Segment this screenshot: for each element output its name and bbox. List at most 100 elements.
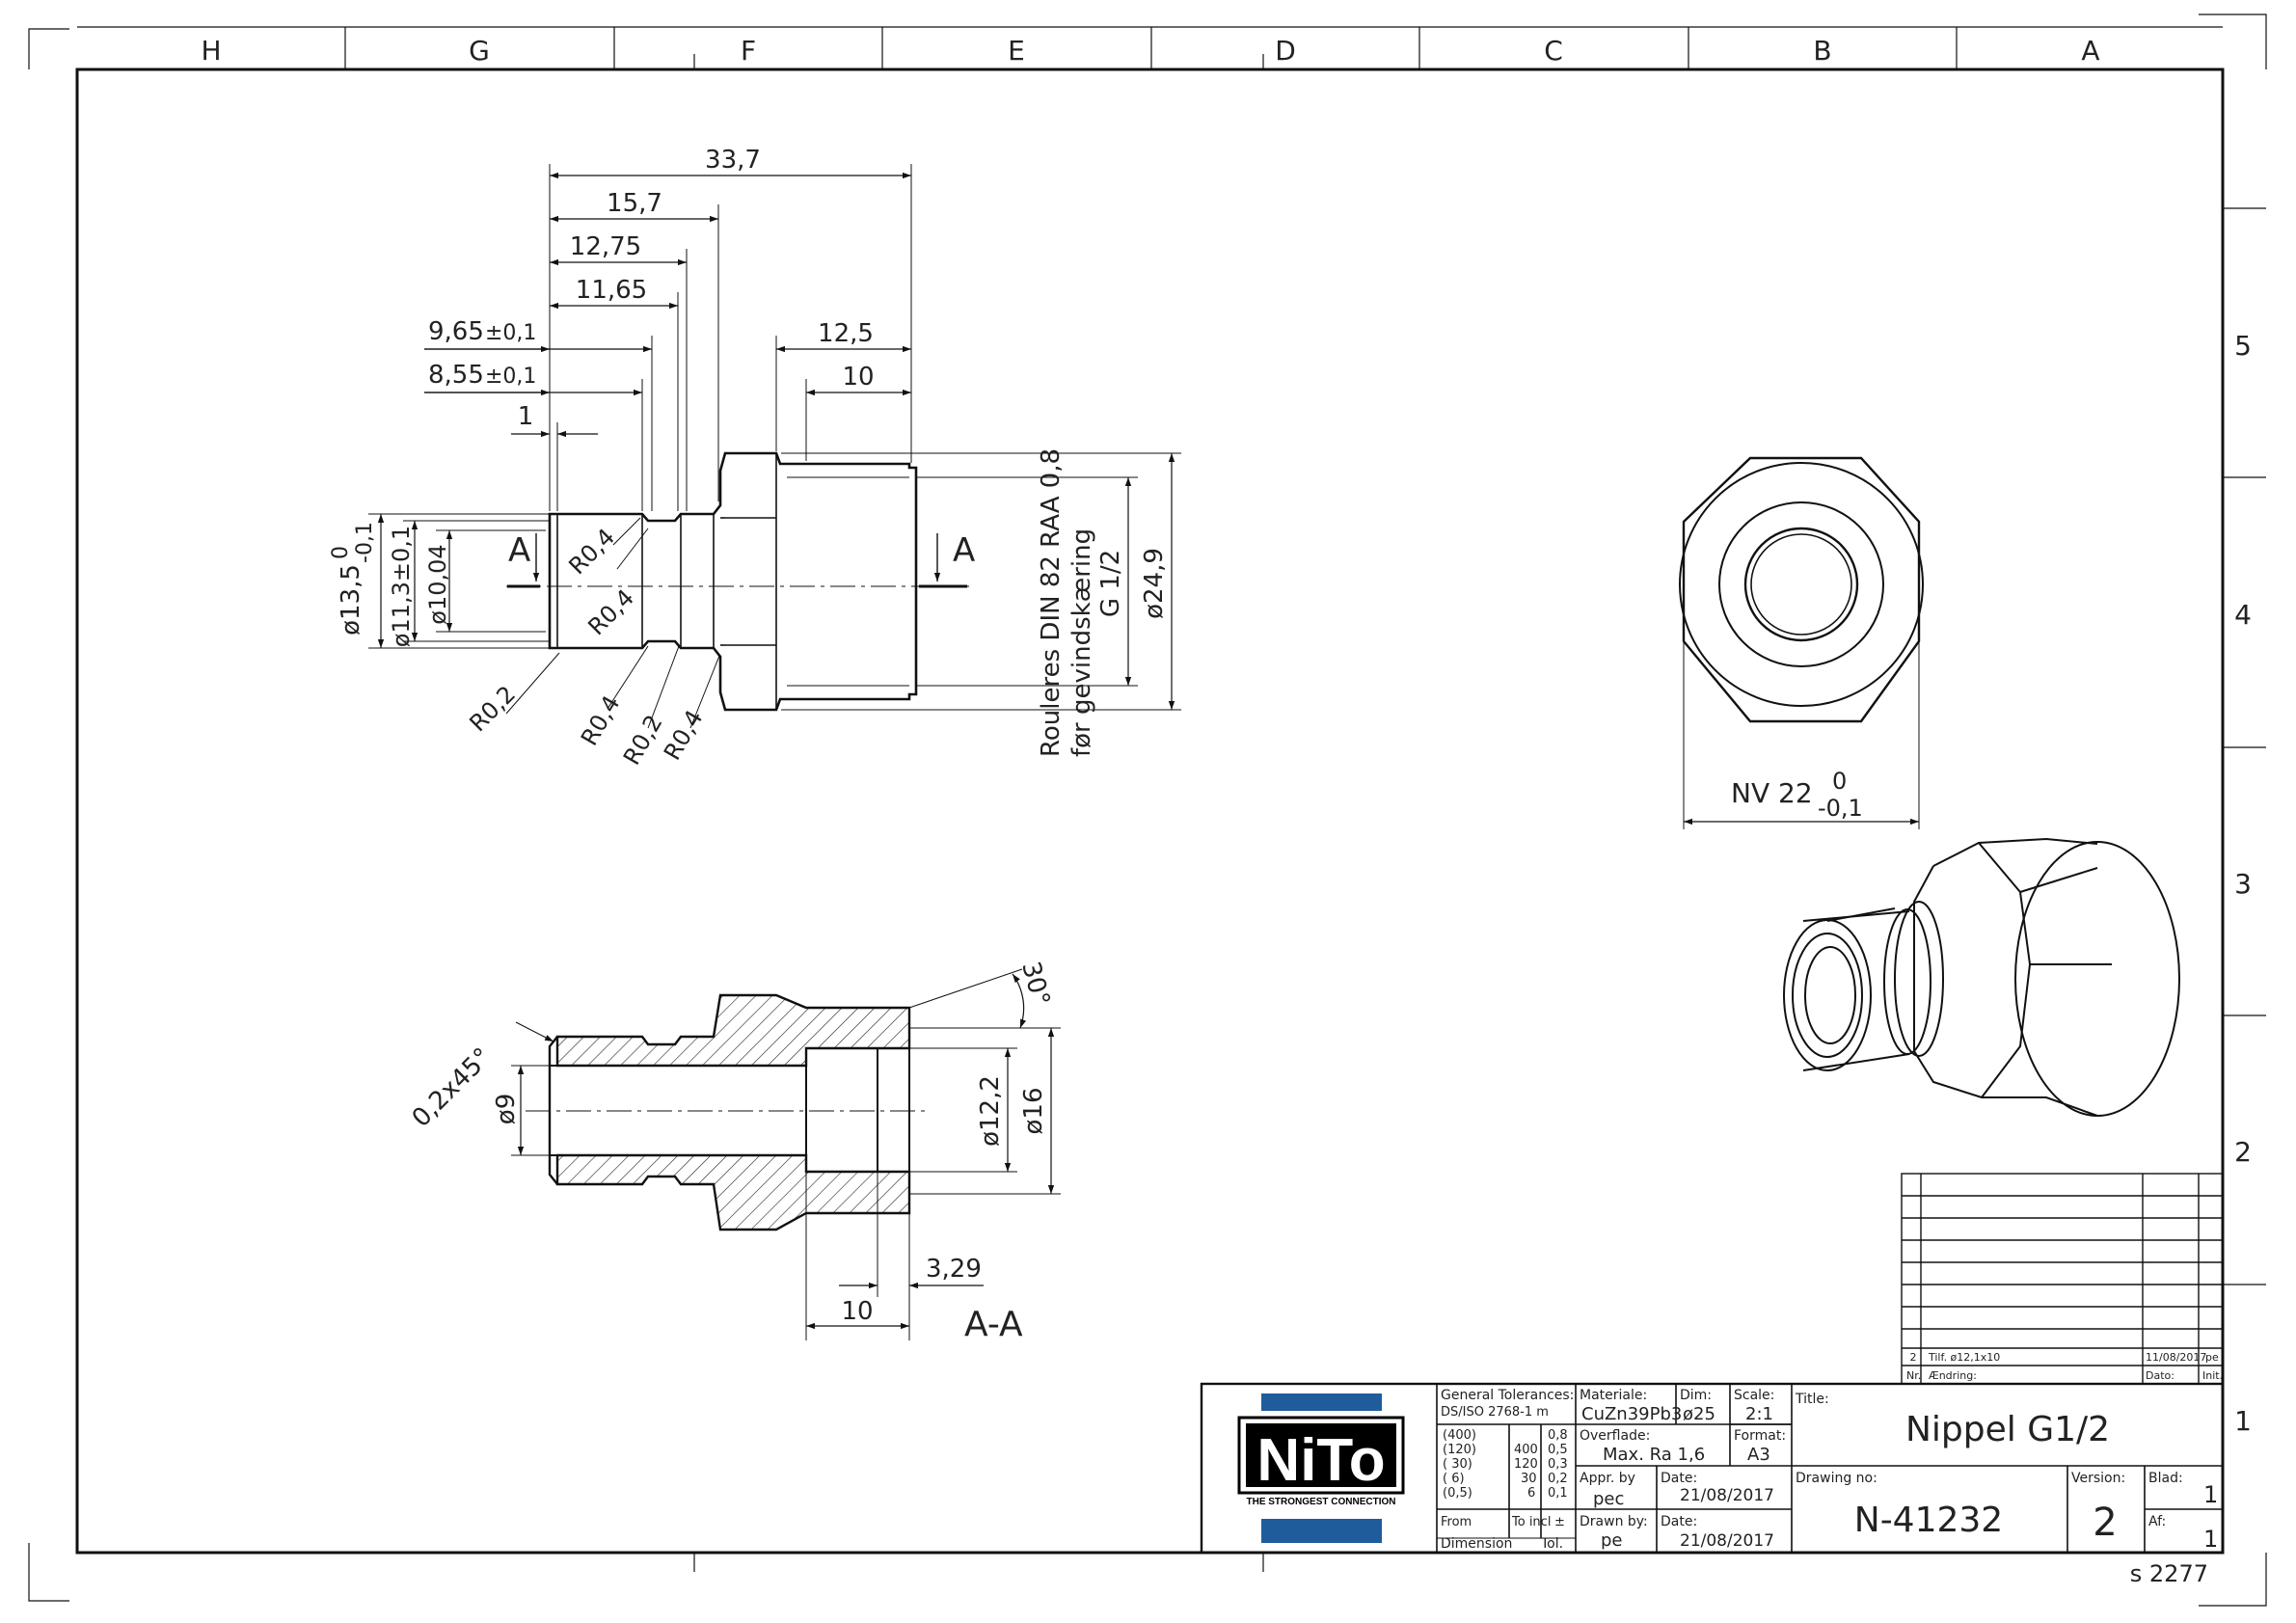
side-view: NV 22 0 -0,1 — [1679, 456, 1924, 829]
row-label-3: 3 — [2234, 868, 2252, 900]
tol-from-label: From — [1441, 1515, 1472, 1529]
material-label: Materiale: — [1580, 1388, 1647, 1403]
revision-nr: 2 — [1910, 1351, 1917, 1364]
front-view-thread-dims: G 1/2 ø24,9 Rouleres DIN 82 RAA 0,8 før … — [781, 448, 1181, 757]
approved-by-value: pec — [1593, 1489, 1624, 1509]
approved-date-label: Date: — [1661, 1471, 1697, 1486]
drawn-date-label: Date: — [1661, 1514, 1697, 1529]
tol-pm-label: ± — [1554, 1515, 1565, 1529]
diameter-13-5-upper: 0 — [329, 546, 353, 559]
section-diameter-9: ø9 — [492, 1094, 521, 1124]
dim-11-65: 11,65 — [576, 276, 647, 305]
drawing-no-label: Drawing no: — [1796, 1471, 1877, 1486]
section-diameter-12-2: ø12,2 — [976, 1075, 1005, 1147]
section-mark-right: A — [953, 531, 975, 570]
col-label-c: C — [1544, 35, 1563, 67]
section-view: 0,2x45° ø9 ø12,2 ø16 30° 3,29 10 A-A — [407, 959, 1061, 1344]
section-dim-10: 10 — [841, 1297, 873, 1326]
col-label-d: D — [1275, 35, 1296, 67]
col-label-h: H — [201, 35, 221, 67]
revision-init: pe — [2205, 1351, 2219, 1364]
title-label: Title: — [1795, 1392, 1829, 1407]
dim-10: 10 — [842, 363, 874, 392]
revision-header-change: Ændring: — [1929, 1369, 1977, 1382]
format-label: Format: — [1734, 1428, 1786, 1444]
tol-row-5-from: (0,5) — [1443, 1486, 1472, 1501]
revision-header-date: Dato: — [2146, 1369, 2174, 1382]
tol-row-4-tol: 0,2 — [1548, 1472, 1568, 1486]
sheet-label: Blad: — [2148, 1471, 2183, 1486]
row-label-1: 1 — [2234, 1405, 2252, 1437]
tol-row-5-to: 6 — [1527, 1486, 1535, 1501]
front-view-dimensions: 33,7 15,7 12,75 11,65 9,65 ±0,1 8,55 ±0,… — [424, 146, 912, 511]
dim-1: 1 — [518, 402, 534, 431]
tol-row-3-to: 120 — [1514, 1457, 1538, 1472]
sheet-frame — [28, 14, 2267, 1607]
of-label: Af: — [2148, 1514, 2166, 1529]
tol-row-4-from: ( 6) — [1443, 1472, 1465, 1486]
radius-1: R0,2 — [464, 681, 521, 738]
dim-8-55: 8,55 — [428, 361, 484, 390]
tol-row-2-from: (120) — [1443, 1443, 1476, 1457]
dim-12-5: 12,5 — [818, 319, 874, 348]
thread-g12: G 1/2 — [1096, 550, 1125, 617]
row-label-5: 5 — [2234, 330, 2252, 362]
dim-value: ø25 — [1683, 1404, 1715, 1424]
tol-row-2-tol: 0,5 — [1548, 1443, 1568, 1457]
surface-value: Max. Ra 1,6 — [1603, 1445, 1705, 1465]
col-label-a: A — [2081, 35, 2099, 67]
nv22-label: NV 22 — [1731, 777, 1813, 809]
dim-9-65: 9,65 — [428, 317, 484, 346]
revision-header-nr: Nr. — [1906, 1369, 1921, 1382]
drawing-number: N-41232 — [1854, 1501, 2003, 1540]
dim-12-75: 12,75 — [570, 232, 641, 261]
drawing-title: Nippel G1/2 — [1905, 1410, 2110, 1449]
title-block-text: General Tolerances: DS/ISO 2768-1 m (400… — [1441, 1388, 2218, 1553]
section-label: A-A — [964, 1305, 1023, 1344]
diameter-11-3: ø11,3±0,1 — [388, 526, 415, 647]
sheet-value: 1 — [2203, 1481, 2218, 1508]
diameter-13-5-lower: -0,1 — [353, 522, 377, 563]
scale-value: 2:1 — [1745, 1404, 1773, 1424]
tol-dimension-label: Dimension — [1441, 1536, 1512, 1552]
company-logo: NiTo THE STRONGEST CONNECTION — [1237, 1393, 1405, 1543]
dim-9-65-tol: ±0,1 — [485, 321, 536, 345]
tol-row-3-from: ( 30) — [1443, 1457, 1472, 1472]
diameter-13-5: ø13,5 — [337, 564, 365, 636]
tol-row-1-from: (400) — [1443, 1428, 1476, 1443]
section-diameter-16: ø16 — [1019, 1088, 1048, 1135]
chamfer-label: 0,2x45° — [407, 1042, 498, 1133]
front-view-diameters: ø13,5 0 -0,1 ø11,3±0,1 ø10,04 — [329, 513, 557, 649]
revision-table — [1901, 1173, 2224, 1385]
tolerances-standard: DS/ISO 2768-1 m — [1441, 1405, 1549, 1420]
tol-tol-label: Tol. — [1540, 1536, 1563, 1552]
revision-date: 11/08/2017 — [2146, 1351, 2206, 1364]
dim-15-7: 15,7 — [607, 189, 662, 218]
of-value: 1 — [2203, 1526, 2218, 1553]
drawn-by-value: pe — [1601, 1530, 1623, 1551]
tol-row-1-tol: 0,8 — [1548, 1428, 1568, 1443]
drawn-date-value: 21/08/2017 — [1680, 1531, 1774, 1551]
front-view: A A — [506, 451, 975, 712]
tol-to-label: To incl — [1511, 1515, 1551, 1529]
diameter-10-04: ø10,04 — [424, 544, 451, 624]
tol-row-2-to: 400 — [1514, 1443, 1538, 1457]
scale-label: Scale: — [1734, 1388, 1774, 1403]
radius-3: R0,4 — [582, 584, 639, 641]
row-label-2: 2 — [2234, 1136, 2252, 1168]
approved-by-label: Appr. by — [1580, 1471, 1635, 1486]
dim-8-55-tol: ±0,1 — [485, 365, 536, 389]
sheet-code: s 2277 — [2130, 1560, 2208, 1587]
drawn-by-label: Drawn by: — [1580, 1514, 1648, 1529]
row-label-4: 4 — [2234, 599, 2252, 631]
section-dim-3-29: 3,29 — [926, 1255, 982, 1284]
revision-table-text: 2 Tilf. ø12,1x10 11/08/2017 pe Nr. Ændri… — [1906, 1351, 2223, 1382]
isometric-view — [1783, 837, 2180, 1117]
approved-date-value: 21/08/2017 — [1680, 1486, 1774, 1505]
dim-33-7: 33,7 — [705, 146, 761, 175]
tol-row-4-to: 30 — [1521, 1472, 1537, 1486]
section-angle: 30° — [1015, 959, 1055, 1009]
logo-wordmark: NiTo — [1256, 1427, 1385, 1494]
title-block — [1200, 1382, 2225, 1555]
